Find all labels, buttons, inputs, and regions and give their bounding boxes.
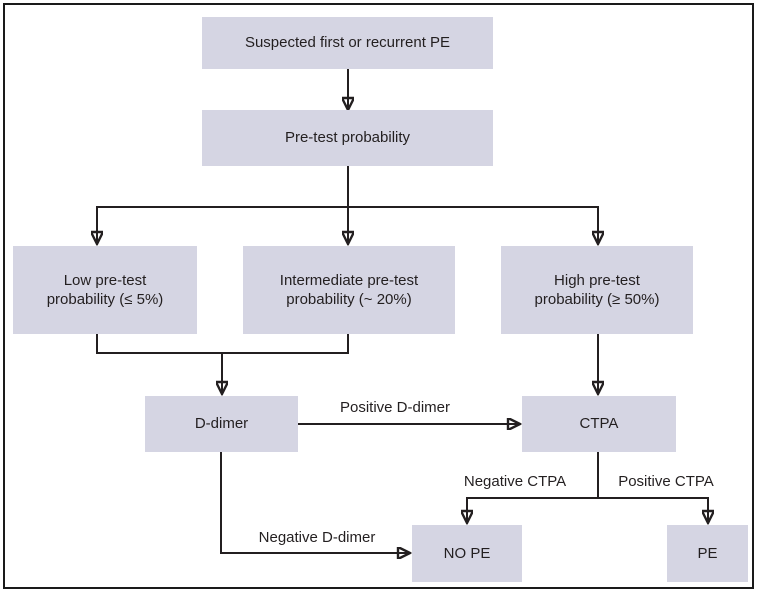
node-ddimer: D-dimer [145, 396, 298, 452]
node-ctpa: CTPA [522, 396, 676, 452]
node-pe: PE [667, 525, 748, 582]
node-high-probability: High pre-test probability (≥ 50%) [501, 246, 693, 334]
edge-label-positive-ctpa: Positive CTPA [618, 473, 714, 490]
edge-label-positive-ddimer: Positive D-dimer [339, 399, 451, 416]
node-pretest-probability: Pre-test probability [202, 110, 493, 166]
node-low-probability: Low pre-test probability (≤ 5%) [13, 246, 197, 334]
node-intermediate-probability: Intermediate pre-test probability (~ 20%… [243, 246, 455, 334]
node-no-pe: NO PE [412, 525, 522, 582]
edge-label-negative-ctpa: Negative CTPA [463, 473, 567, 490]
node-suspected-pe: Suspected first or recurrent PE [202, 17, 493, 69]
edge-label-negative-ddimer: Negative D-dimer [258, 529, 376, 546]
